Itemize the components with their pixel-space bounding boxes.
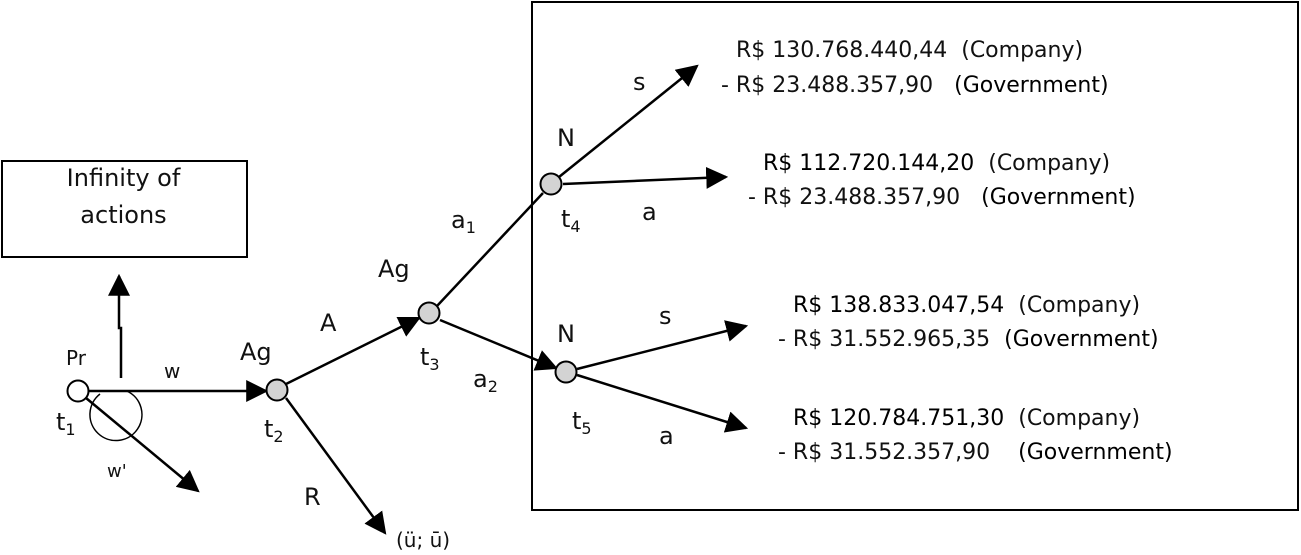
edge-a1 [436,192,544,307]
payoff-1-government-value: - R$ 23.488.357,90 [721,73,934,98]
payoff-4-company-tag: (Company) [1018,406,1141,431]
edge-label-t4-s: s [633,68,646,96]
time-t2-main: t [264,415,274,443]
edge-t5-a [576,373,749,433]
edge-label-a2: a2 [473,367,498,395]
payoff-1-government: - R$ 23.488.357,90 (Government) [721,75,1109,97]
payoff-2-government: - R$ 23.488.357,90 (Government) [748,187,1136,209]
edge-a2 [439,318,559,371]
edge-label-A: A [320,309,337,337]
payoff-3-company-value: R$ 138.833.047,54 [793,293,1005,318]
node-t2 [265,378,289,402]
payoff-4-government-value: - R$ 31.552.357,90 [778,440,991,465]
edge-label-w-prime: w' [107,461,127,482]
player-label-t5: N [557,320,575,348]
edge-label-a1: a1 [451,208,476,236]
time-label-t2: t2 [264,417,284,445]
edge-label-t5-a: a [659,422,674,450]
payoff-frame [531,1,1299,511]
payoff-1-company-tag: (Company) [961,38,1084,63]
time-t1-main: t [56,408,66,436]
payoff-2-government-tag: (Government) [981,185,1136,210]
payoff-3-government: - R$ 31.552.965,35 (Government) [778,329,1159,351]
edge-a1-sub: 1 [465,218,476,237]
payoff-3-company-tag: (Company) [1018,293,1141,318]
edge-label-w: w [164,359,181,383]
time-label-t3: t3 [420,345,440,373]
infinity-actions-line1: Infinity of [66,164,181,192]
time-t3-main: t [420,343,430,371]
time-label-t5: t5 [572,409,592,437]
player-label-t4: N [557,124,575,152]
payoff-4-government-tag: (Government) [1018,440,1173,465]
player-label-t3: Ag [378,255,410,283]
payoff-2-company: R$ 112.720.144,20 (Company) [763,153,1110,175]
node-t3 [417,301,441,325]
payoff-2-company-value: R$ 112.720.144,20 [763,151,975,176]
edge-A [285,316,421,386]
infinity-actions-box [1,160,248,258]
time-t3-sub: 3 [429,355,440,374]
time-t1-sub: 1 [65,420,76,439]
payoff-1-government-tag: (Government) [954,73,1109,98]
edge-R [284,397,387,535]
payoff-4-government: - R$ 31.552.357,90 (Government) [778,442,1173,464]
payoff-1-company-value: R$ 130.768.440,44 [736,38,948,63]
payoff-3-government-value: - R$ 31.552.965,35 [778,327,991,352]
edge-label-t4-a: a [642,198,657,226]
payoff-2-company-tag: (Company) [988,151,1111,176]
node-t4 [539,172,563,196]
payoff-4-company-value: R$ 120.784.751,30 [793,406,1005,431]
time-t2-sub: 2 [273,427,284,446]
angle-arc [89,390,143,442]
time-t4-main: t [561,205,571,233]
edge-label-R: R [304,483,321,511]
edge-t4-a [562,166,729,189]
time-t5-main: t [572,407,582,435]
reject-payoff-label: (ü; ū) [396,528,451,552]
time-t4-sub: 4 [570,217,581,236]
payoff-4-company: R$ 120.784.751,30 (Company) [793,408,1140,430]
payoff-3-company: R$ 138.833.047,54 (Company) [793,295,1140,317]
payoff-3-government-tag: (Government) [1004,327,1159,352]
player-label-t1: Pr [66,346,86,370]
edge-infinity [108,273,130,378]
edge-t4-s [558,64,699,178]
edge-a2-main: a [473,365,488,393]
time-label-t1: t1 [56,410,76,438]
time-t5-sub: 5 [581,419,592,438]
infinity-actions-line2: actions [80,201,167,229]
infinity-actions-label: Infinity of actions [0,160,247,234]
node-t1 [66,379,90,403]
edge-a2-sub: 2 [487,377,498,396]
edge-t5-s [576,320,749,371]
edge-a1-main: a [451,206,466,234]
edge-label-t5-s: s [659,302,672,330]
node-t5 [554,360,578,384]
player-label-t2: Ag [240,338,272,366]
payoff-2-government-value: - R$ 23.488.357,90 [748,185,961,210]
payoff-1-company: R$ 130.768.440,44 (Company) [736,40,1083,62]
time-label-t4: t4 [561,207,581,235]
edge-w-prime [85,397,200,493]
